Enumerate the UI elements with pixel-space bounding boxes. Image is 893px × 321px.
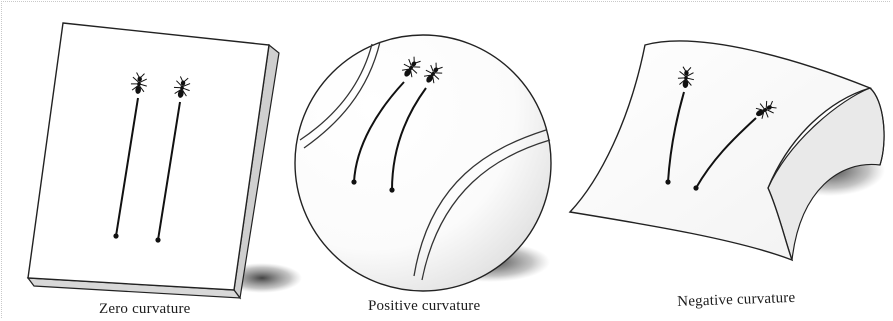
- flat-slab-surface: [28, 23, 269, 290]
- zero-curvature-panel: [28, 23, 302, 298]
- sphere-surface: [295, 35, 551, 291]
- negative-curvature-panel: [570, 41, 885, 260]
- caption-positive-curvature: Positive curvature: [368, 298, 480, 315]
- ant-start-right: [389, 187, 394, 192]
- ant-start-left: [665, 179, 670, 184]
- positive-curvature-panel: [295, 35, 551, 291]
- caption-zero-curvature: Zero curvature: [99, 301, 191, 318]
- ant-start-right: [693, 185, 698, 190]
- ant-start-right: [155, 237, 160, 242]
- ant-start-left: [113, 233, 118, 238]
- ant-start-left: [351, 179, 356, 184]
